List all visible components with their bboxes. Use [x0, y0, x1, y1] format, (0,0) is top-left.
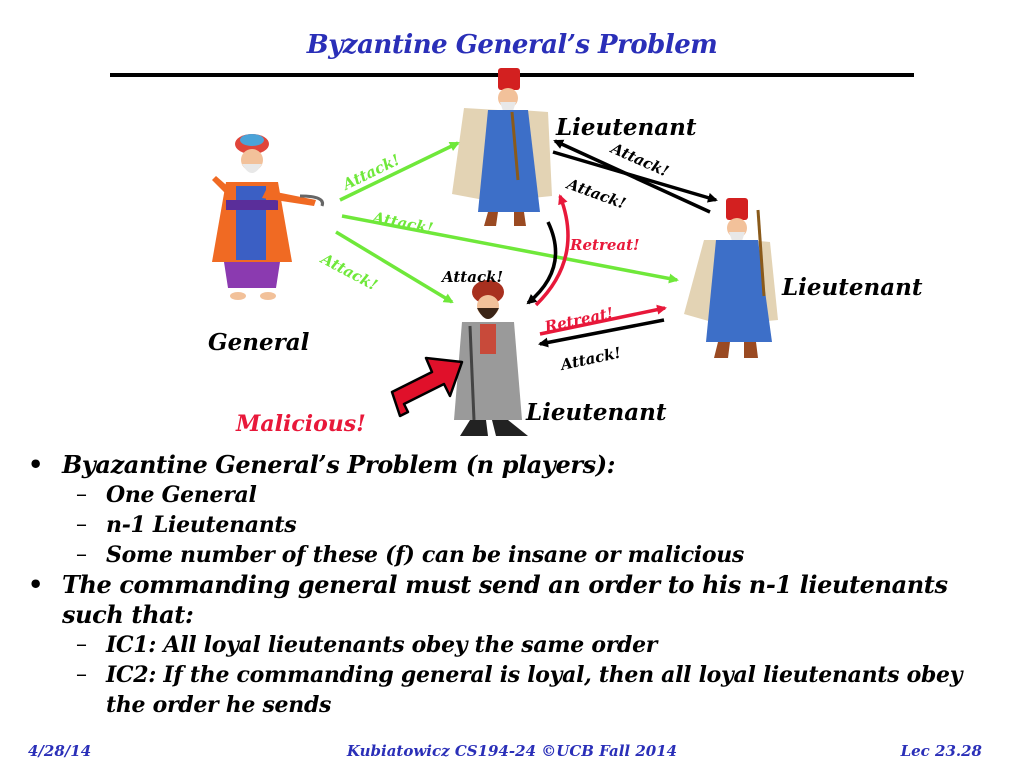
arrow-bottom-to-top	[534, 194, 570, 307]
sub-bullet-item: –n-1 Lieutenants	[28, 510, 1008, 540]
bullet-item: • Byazantine General’s Problem (n player…	[28, 450, 1008, 480]
sub-bullet-text: IC2: If the commanding general is loyal,…	[106, 662, 963, 718]
footer-date: 4/28/14	[28, 742, 92, 760]
label-lieutenant-right: Lieutenant	[781, 274, 923, 301]
arrow-bottom-to-right	[539, 304, 667, 336]
arrow-top-to-right	[552, 150, 718, 203]
arrow-right-to-bottom	[538, 318, 665, 348]
sub-bullet-text: One General	[106, 482, 257, 508]
bullet-dash: –	[76, 512, 87, 537]
sub-bullet-text: IC1: All loyal lieutenants obey the same…	[106, 632, 658, 658]
msg-right-to-top: Attack!	[607, 138, 672, 180]
msg-general-to-bottom: Attack!	[316, 249, 380, 294]
bullet-dash: –	[76, 632, 87, 657]
slide-title: Byzantine General’s Problem	[306, 30, 718, 60]
sub-bullet-item: –IC2: If the commanding general is loyal…	[28, 660, 1008, 720]
msg-top-to-right: Attack!	[563, 174, 628, 212]
bullet-item: • The commanding general must send an or…	[28, 570, 1008, 630]
msg-bottom-to-top: Retreat!	[569, 236, 640, 254]
bullet-text: The commanding general must send an orde…	[62, 570, 948, 629]
label-lieutenant-bottom: Lieutenant	[525, 399, 667, 426]
lieutenant-figure-icon	[452, 68, 552, 226]
bullet-dash: –	[76, 662, 87, 687]
bullet-dash: –	[76, 542, 87, 567]
sub-bullet-list: –IC1: All loyal lieutenants obey the sam…	[28, 630, 1008, 720]
bullet-dash: –	[76, 482, 87, 507]
bullet-dot: •	[28, 450, 43, 479]
arrow-top-to-bottom	[526, 221, 558, 305]
label-general: General	[208, 329, 310, 356]
arrow-general-to-bottom	[335, 230, 454, 304]
sub-bullet-item: –IC1: All loyal lieutenants obey the sam…	[28, 630, 1008, 660]
footer-lecture: Lec 23.28	[900, 742, 982, 760]
label-lieutenant-top: Lieutenant	[555, 114, 697, 141]
lieutenant-figure-icon	[454, 280, 528, 436]
bullet-list: • Byazantine General’s Problem (n player…	[28, 450, 1008, 720]
msg-right-to-bottom: Attack!	[557, 344, 622, 375]
sub-bullet-list: –One General –n-1 Lieutenants –Some numb…	[28, 480, 1008, 570]
general-figure-icon	[212, 134, 325, 300]
sub-bullet-item: –One General	[28, 480, 1008, 510]
bullet-text: Byazantine General’s Problem (n players)…	[62, 450, 616, 479]
sub-bullet-item: –Some number of these (f) can be insane …	[28, 540, 1008, 570]
msg-top-to-bottom: Attack!	[440, 268, 503, 286]
arrow-general-to-top	[339, 141, 460, 202]
label-malicious: Malicious!	[235, 411, 366, 437]
pointer-arrow-icon	[390, 356, 464, 418]
byzantine-diagram: Attack! Attack! Attack! Attack! Attack! …	[208, 68, 923, 437]
sub-bullet-text: n-1 Lieutenants	[106, 512, 297, 538]
lieutenant-figure-icon	[684, 198, 778, 358]
footer-course: Kubiatowicz CS194-24 ©UCB Fall 2014	[346, 742, 678, 760]
arrow-general-to-right	[341, 214, 679, 284]
sub-bullet-text: Some number of these (f) can be insane o…	[106, 542, 744, 568]
msg-general-to-right: Attack!	[369, 208, 434, 238]
bullet-dot: •	[28, 570, 43, 599]
